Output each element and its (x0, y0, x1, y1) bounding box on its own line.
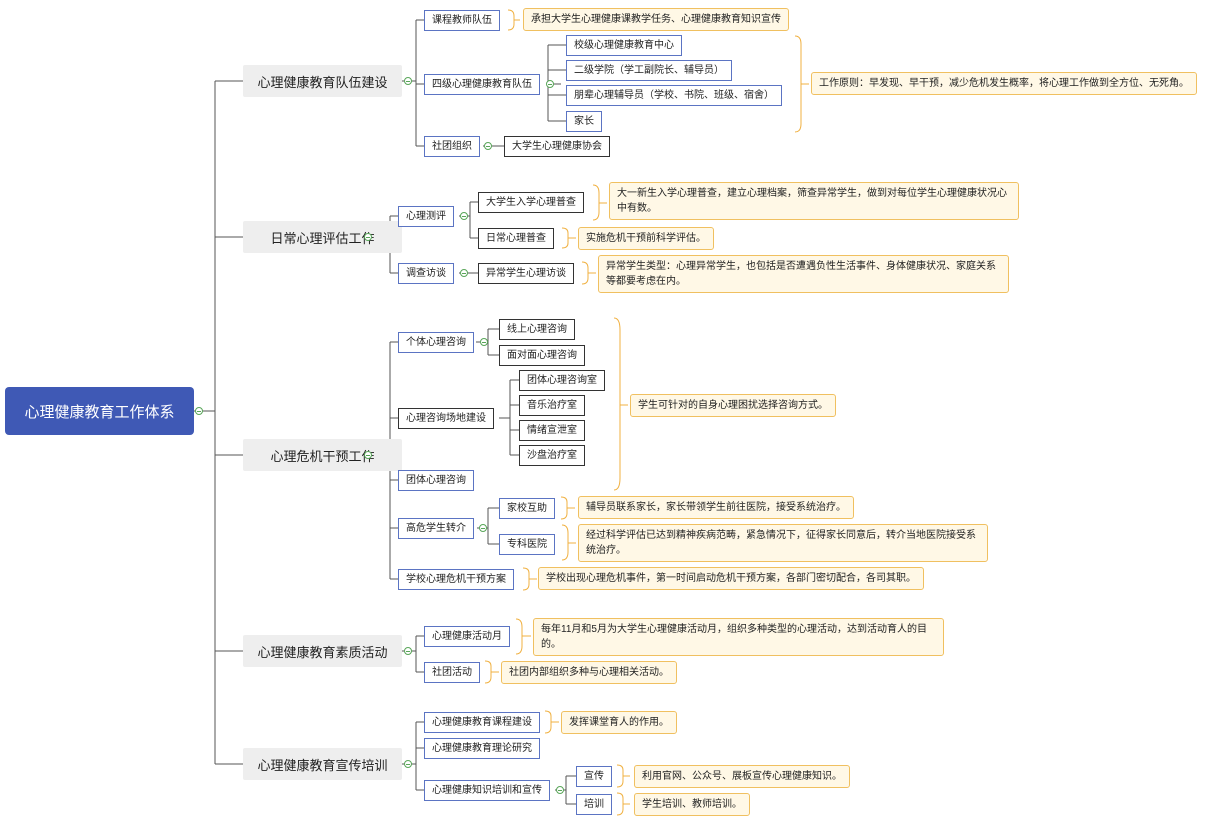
collapse-toggle-icon[interactable] (546, 80, 554, 88)
note-course-teachers: 承担大学生心理健康课教学任务、心理健康教育知识宣传 (523, 8, 789, 31)
note-training: 学生培训、教师培训。 (634, 793, 750, 816)
collapse-toggle-icon[interactable] (460, 269, 468, 277)
branch-publicity-training[interactable]: 心理健康教育宣传培训 (243, 748, 402, 780)
node-survey-interview[interactable]: 调查访谈 (398, 263, 454, 284)
note-specialty-hospital: 经过科学评估已达到精神疾病范畴，紧急情况下，征得家长同意后，转介当地医院接受系统… (578, 524, 988, 562)
note-daily-survey: 实施危机干预前科学评估。 (578, 227, 714, 250)
collapse-toggle-icon[interactable] (364, 233, 372, 241)
note-counseling-choice: 学生可针对的自身心理困扰选择咨询方式。 (630, 394, 836, 417)
node-emotion-vent-room[interactable]: 情绪宣泄室 (519, 420, 585, 441)
node-club-activities[interactable]: 社团活动 (424, 662, 480, 683)
node-abnormal-student-interview[interactable]: 异常学生心理访谈 (478, 263, 574, 284)
root-node[interactable]: 心理健康教育工作体系 (5, 387, 194, 435)
note-activity-month: 每年11月和5月为大学生心理健康活动月，组织多种类型的心理活动，达到活动育人的目… (533, 618, 944, 656)
node-crisis-plan[interactable]: 学校心理危机干预方案 (398, 569, 514, 590)
node-parents[interactable]: 家长 (566, 111, 602, 132)
node-sandplay-room[interactable]: 沙盘治疗室 (519, 445, 585, 466)
node-psych-test[interactable]: 心理测评 (398, 206, 454, 227)
node-course-teachers[interactable]: 课程教师队伍 (424, 10, 500, 31)
collapse-toggle-icon[interactable] (404, 760, 412, 768)
node-individual-counseling[interactable]: 个体心理咨询 (398, 332, 474, 353)
collapse-toggle-icon[interactable] (479, 524, 487, 532)
node-training[interactable]: 培训 (576, 794, 612, 815)
node-theory-research[interactable]: 心理健康教育理论研究 (424, 738, 540, 759)
node-freshman-survey[interactable]: 大学生入学心理普查 (478, 192, 584, 213)
note-publicity: 利用官网、公众号、展板宣传心理健康知识。 (634, 765, 850, 788)
collapse-toggle-icon[interactable] (364, 451, 372, 459)
note-home-school: 辅导员联系家长，家长带领学生前往医院，接受系统治疗。 (578, 496, 854, 519)
note-work-principle: 工作原则：早发现、早干预，减少危机发生概率，将心理工作做到全方位、无死角。 (811, 72, 1197, 95)
node-activity-month[interactable]: 心理健康活动月 (424, 626, 510, 647)
node-school-center[interactable]: 校级心理健康教育中心 (566, 35, 682, 56)
branch-crisis-intervention[interactable]: 心理危机干预工作 (243, 439, 402, 471)
collapse-toggle-icon[interactable] (404, 77, 412, 85)
note-course-construction: 发挥课堂育人的作用。 (561, 711, 677, 734)
node-music-therapy-room[interactable]: 音乐治疗室 (519, 395, 585, 416)
node-four-level-team[interactable]: 四级心理健康教育队伍 (424, 74, 540, 95)
note-crisis-plan: 学校出现心理危机事件，第一时间启动危机干预方案，各部门密切配合，各司其职。 (538, 567, 924, 590)
node-face-counseling[interactable]: 面对面心理咨询 (499, 345, 585, 366)
node-home-school[interactable]: 家校互助 (499, 498, 555, 519)
node-group-room[interactable]: 团体心理咨询室 (519, 370, 605, 391)
branch-daily-assessment[interactable]: 日常心理评估工作 (243, 221, 402, 253)
branch-quality-activities[interactable]: 心理健康教育素质活动 (243, 635, 402, 667)
collapse-toggle-icon[interactable] (484, 142, 492, 150)
collapse-toggle-icon[interactable] (556, 786, 564, 794)
note-abnormal-student: 异常学生类型：心理异常学生，也包括是否遭遇负性生活事件、身体健康状况、家庭关系等… (598, 255, 1009, 293)
node-mental-health-association[interactable]: 大学生心理健康协会 (504, 136, 610, 157)
node-club-organization[interactable]: 社团组织 (424, 136, 480, 157)
node-venue-construction[interactable]: 心理咨询场地建设 (398, 408, 494, 429)
node-daily-survey[interactable]: 日常心理普查 (478, 228, 554, 249)
collapse-toggle-icon[interactable] (480, 338, 488, 346)
note-club-activities: 社团内部组织多种与心理相关活动。 (501, 661, 677, 684)
node-publicity[interactable]: 宣传 (576, 766, 612, 787)
node-group-counseling[interactable]: 团体心理咨询 (398, 470, 474, 491)
node-online-counseling[interactable]: 线上心理咨询 (499, 319, 575, 340)
collapse-toggle-icon[interactable] (404, 647, 412, 655)
node-specialty-hospital[interactable]: 专科医院 (499, 534, 555, 555)
node-course-construction[interactable]: 心理健康教育课程建设 (424, 712, 540, 733)
node-peer-counselor[interactable]: 朋辈心理辅导员（学校、书院、班级、宿舍） (566, 85, 782, 106)
note-freshman-survey: 大一新生入学心理普查，建立心理档案，筛查异常学生，做到对每位学生心理健康状况心中… (609, 182, 1019, 220)
collapse-toggle-icon[interactable] (195, 407, 203, 415)
branch-team-building[interactable]: 心理健康教育队伍建设 (243, 65, 402, 97)
node-knowledge-training[interactable]: 心理健康知识培训和宣传 (424, 780, 550, 801)
node-secondary-college[interactable]: 二级学院（学工副院长、辅导员） (566, 60, 732, 81)
collapse-toggle-icon[interactable] (460, 212, 468, 220)
node-high-risk-referral[interactable]: 高危学生转介 (398, 518, 474, 539)
